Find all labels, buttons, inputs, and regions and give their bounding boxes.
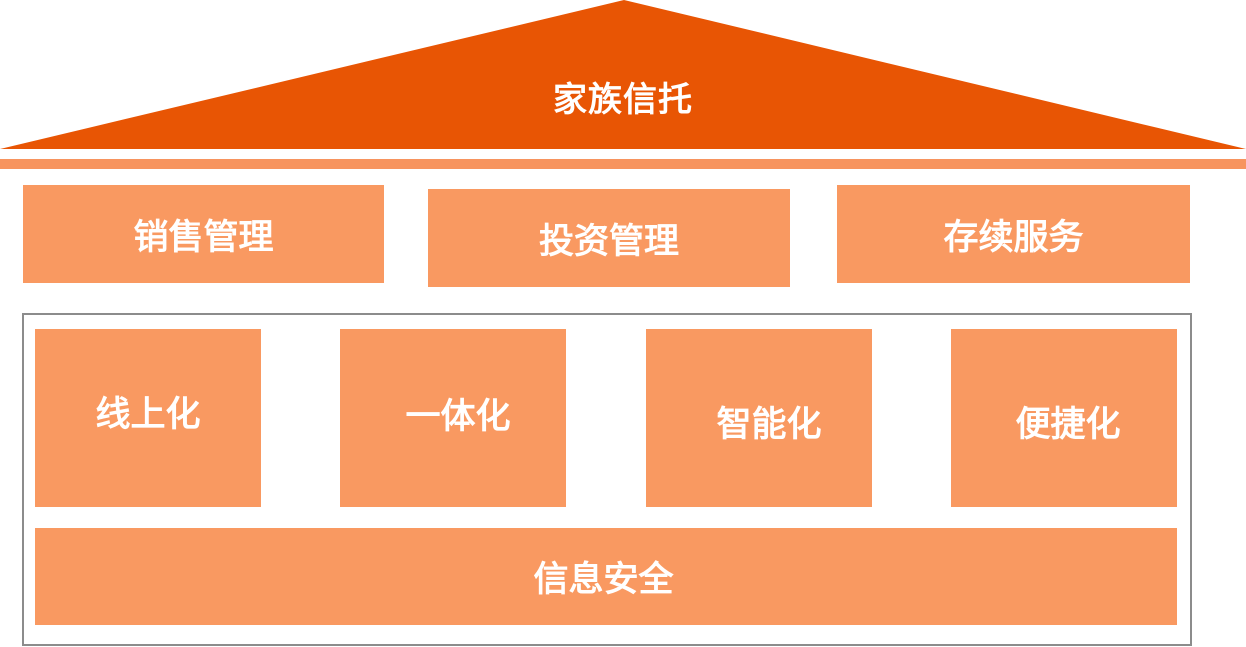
foundation-block: 信息安全 bbox=[35, 528, 1177, 625]
management-label-sales: 销售管理 bbox=[133, 217, 274, 258]
pillar-integrated: 一体化 bbox=[340, 329, 566, 507]
management-label-service: 存续服务 bbox=[943, 217, 1084, 258]
foundation-label: 信息安全 bbox=[533, 560, 674, 600]
roof-beam bbox=[0, 159, 1246, 169]
management-block-sales: 销售管理 bbox=[23, 185, 384, 283]
management-block-service: 存续服务 bbox=[837, 185, 1190, 283]
management-label-investment: 投资管理 bbox=[538, 221, 679, 262]
roof-label: 家族信托 bbox=[553, 80, 693, 120]
pillar-intelligent: 智能化 bbox=[646, 329, 872, 507]
pillar-label-online: 线上化 bbox=[95, 394, 201, 435]
roof-shape bbox=[0, 0, 1246, 149]
pillar-online: 线上化 bbox=[35, 329, 261, 507]
pillar-label-integrated: 一体化 bbox=[405, 396, 511, 437]
roof-triangle bbox=[0, 0, 1246, 149]
pillar-label-convenient: 便捷化 bbox=[1015, 404, 1121, 445]
foundation-frame bbox=[22, 313, 1192, 646]
pillar-label-intelligent: 智能化 bbox=[716, 404, 822, 445]
pillar-convenient: 便捷化 bbox=[951, 329, 1177, 507]
management-block-investment: 投资管理 bbox=[428, 189, 790, 287]
